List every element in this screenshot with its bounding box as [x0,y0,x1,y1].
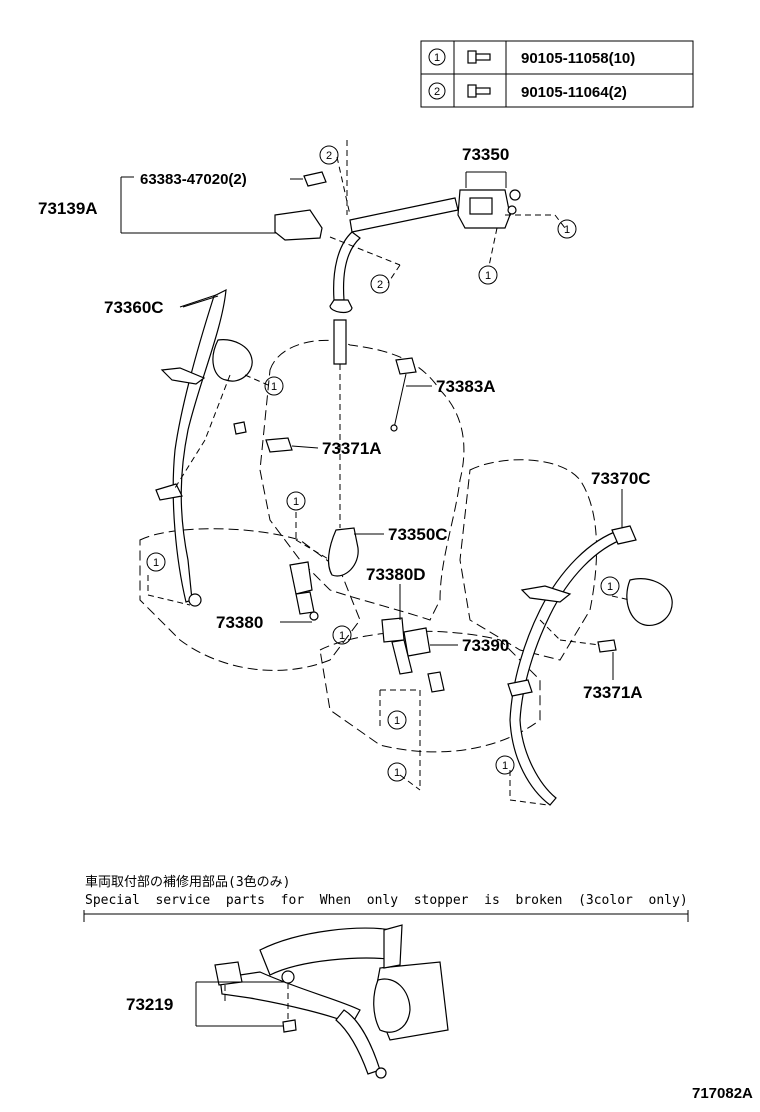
diagram-id: 717082A [692,1085,753,1102]
bolt-icon [467,84,491,98]
callout-1-text: 1 [394,715,400,727]
label-73139A: 73139A [38,199,98,218]
label-73350: 73350 [462,145,509,164]
callout-1-text: 1 [271,381,277,393]
callout-1-text: 1 [293,496,299,508]
bolt-icon [467,50,491,64]
label-73370C: 73370C [591,469,651,488]
anchor-73350C [327,527,359,577]
callout-1 [332,625,352,645]
callout-1 [286,491,306,511]
callout-2 [319,145,339,165]
stopper-button [281,970,295,984]
legend-table: 1 90105-11058(10) 2 90105-11064(2) [420,40,694,108]
callout-2-text: 2 [326,150,332,162]
right-outer-belt [507,525,673,806]
callout-2-text: 2 [377,279,383,291]
label-63383-47020: 63383-47020(2) [140,171,247,188]
legend-part-no-2: 90105-11064(2) [521,84,627,101]
legend-mark-2 [428,82,446,100]
callout-1-text: 1 [153,557,159,569]
callout-1 [495,755,515,775]
solid-leaders [182,295,623,680]
seat-outlines [139,339,598,753]
callout-2 [370,274,390,294]
dashed-leaders [147,140,631,806]
callout-1-text: 1 [607,581,613,593]
legend-mark-2-text: 2 [434,86,440,98]
bracket-73139A [120,171,327,241]
callout-1 [264,376,284,396]
callout-1-text: 1 [564,224,570,236]
label-73390: 73390 [462,636,509,655]
callout-1-text: 1 [394,767,400,779]
legend-mark-1-text: 1 [434,52,440,64]
callout-1-text: 1 [339,630,345,642]
label-73350C: 73350C [388,525,448,544]
left-outer-belt [155,288,253,607]
callout-1 [387,710,407,730]
callout-1-text: 1 [485,270,491,282]
buckle-73380 [289,561,319,621]
part-73383A [390,357,417,432]
callout-1 [478,265,498,285]
label-73371A-left: 73371A [322,439,382,458]
callout-markers: 2 2 1 1 1 1 1 1 1 1 1 1 [146,145,620,782]
center-shoulder-belt [329,231,361,365]
service-title-en: Special service parts for When only stop… [85,893,688,908]
legend-part-no-1: 90105-11058(10) [521,50,635,67]
callout-1-text: 1 [502,760,508,772]
callout-1 [600,576,620,596]
legend-mark-1 [428,48,446,66]
buckle-73380D-73390 [381,617,445,693]
label-73380D: 73380D [366,565,426,584]
label-73383A: 73383A [436,377,496,396]
service-title-jp: 車両取付部の補修用部品(3色のみ) [85,874,290,890]
part-labels: 73350 63383-47020(2) 73139A 73360C 73383… [38,145,651,702]
callout-1 [557,219,577,239]
callout-1 [387,762,407,782]
part-73371A-left [233,421,293,453]
service-section: 車両取付部の補修用部品(3色のみ) Special service parts … [83,874,689,1079]
part-73371A-right [597,639,617,653]
label-73380: 73380 [216,613,263,632]
label-73360C: 73360C [104,298,164,317]
retractor-73350 [349,171,521,233]
label-73371A-right: 73371A [583,683,643,702]
label-73219: 73219 [126,995,173,1014]
callout-1 [146,552,166,572]
